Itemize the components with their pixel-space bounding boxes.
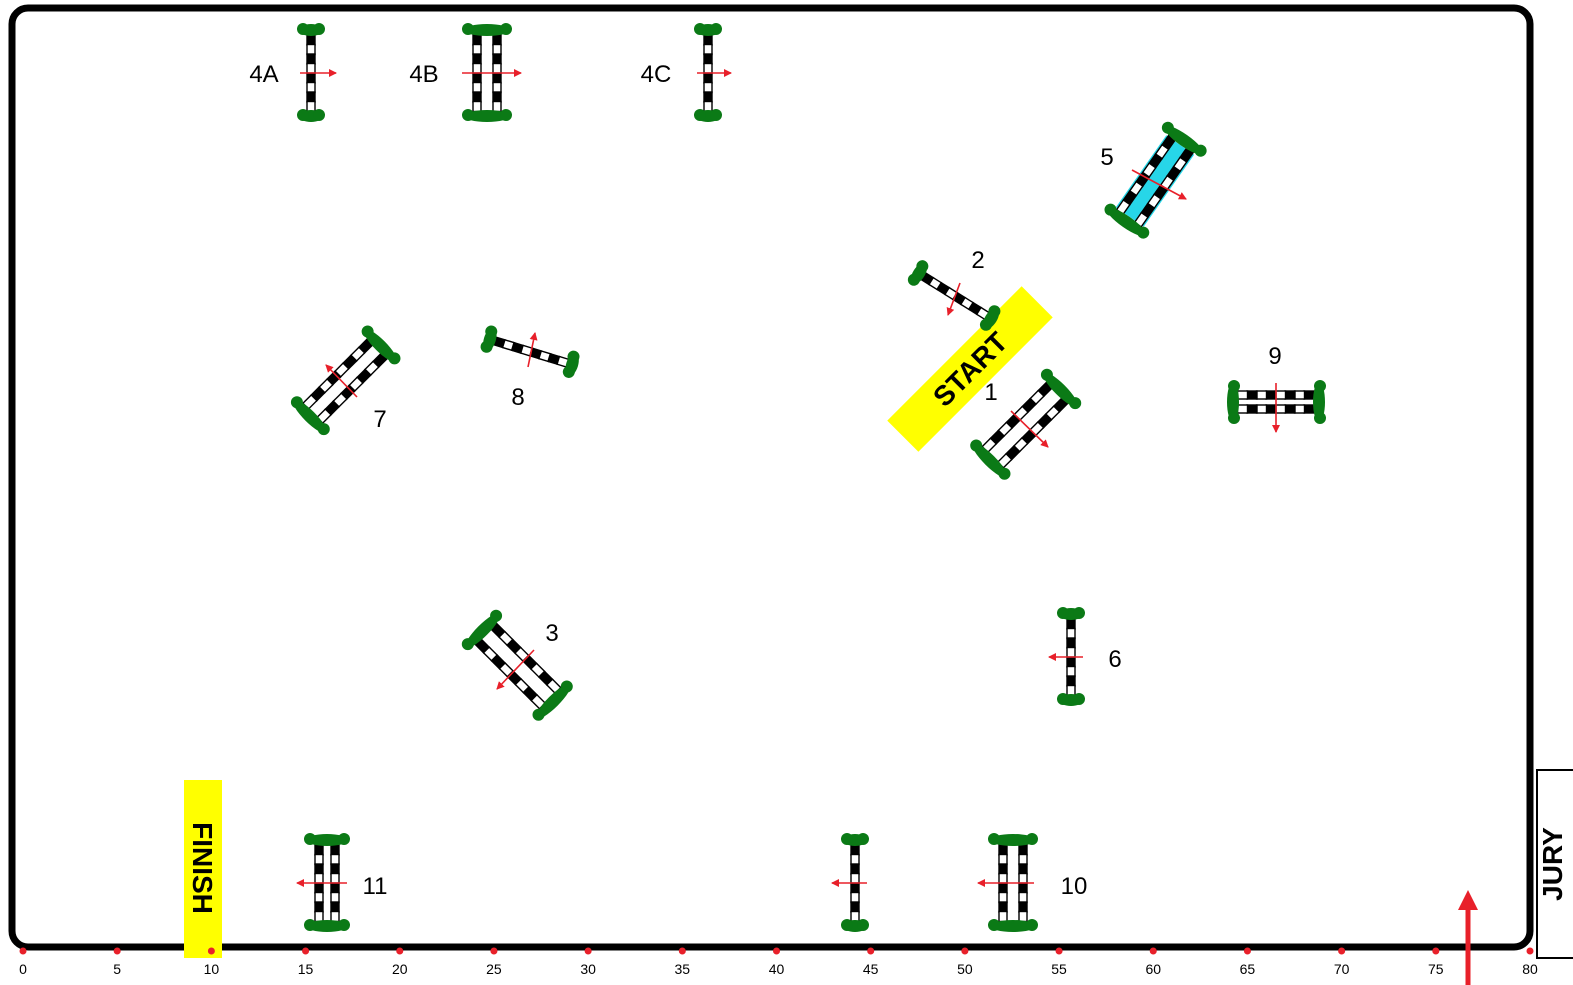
jump-3 (461, 609, 573, 721)
jump-number-label: 2 (971, 247, 984, 274)
scale-tick-label: 55 (1051, 961, 1067, 977)
jump-5 (1104, 121, 1207, 239)
jump-number-label: 10 (1061, 873, 1088, 900)
scale-tick-dot (773, 947, 780, 955)
scale-tick-label: 65 (1240, 961, 1256, 977)
scale-tick-dot (302, 947, 310, 955)
finish-label: FINISH (187, 822, 218, 914)
jump-8 (480, 325, 580, 378)
jump-number-label: 7 (373, 406, 386, 433)
jury-label: JURY (1537, 827, 1568, 901)
scale-tick-label: 60 (1145, 961, 1161, 977)
scale-tick-label: 30 (580, 961, 596, 977)
jumps-layer: 4A 4B 4C 5 2 8 7 1 9 3 6 11 10 (249, 23, 1326, 932)
jump-direction-arrow (1010, 410, 1049, 448)
scale-tick-dot (867, 947, 875, 955)
jump-4b (462, 23, 512, 122)
scale-tick-dot (1526, 947, 1534, 955)
jump-number-label: 8 (511, 384, 524, 411)
scale-tick-dot (490, 947, 498, 955)
scale-tick-label: 20 (392, 961, 408, 977)
jump-direction-arrow (527, 332, 538, 368)
jump-direction-arrow (325, 364, 358, 398)
jump-number-label: 6 (1108, 646, 1121, 673)
jump-number-label: 11 (363, 873, 388, 900)
scale-tick-dot (1432, 947, 1440, 955)
jump-number-label: 5 (1100, 144, 1113, 171)
scale-tick-label: 45 (863, 961, 879, 977)
distance-scale: 0 5 10 15 20 25 30 35 40 45 50 55 60 65 70 75 80 (19, 947, 1538, 977)
scale-tick-dot (19, 947, 27, 955)
jump-direction-arrow (946, 282, 961, 316)
jump-number-label: 1 (984, 379, 997, 406)
scale-tick-dot (1243, 947, 1251, 955)
jump-number-label: 4A (249, 61, 278, 88)
scale-tick-dot (584, 947, 592, 955)
jump-6 (1057, 607, 1085, 706)
scale-tick-dot (396, 947, 404, 955)
scale-tick-dot (678, 947, 686, 955)
scale-tick-label: 75 (1428, 961, 1444, 977)
jump-2 (907, 260, 1001, 331)
arena-border (8, 4, 1534, 951)
scale-tick-label: 25 (486, 961, 502, 977)
jump-4c (694, 23, 722, 122)
jump-11 (304, 833, 350, 932)
entrance-arrow (1458, 890, 1478, 985)
scale-tick-label: 15 (298, 961, 314, 977)
jump-10 (988, 833, 1038, 932)
jump-number-label: 3 (545, 620, 558, 647)
scale-tick-dot (207, 947, 215, 955)
scale-tick-dot (1149, 947, 1157, 955)
scale-tick-dot (961, 947, 969, 955)
jump-direction-arrow (496, 649, 535, 690)
jump-number-label: 4B (409, 61, 438, 88)
jump-number-label: 4C (641, 61, 672, 88)
jump-4a (297, 23, 325, 122)
scale-tick-dot (1055, 947, 1063, 955)
scale-tick-label: 5 (113, 961, 121, 977)
scale-tick-label: 40 (769, 961, 785, 977)
jump-direction-arrow (1131, 169, 1187, 200)
scale-tick-label: 35 (675, 961, 691, 977)
scale-tick-dot (113, 947, 121, 955)
jump-7 (290, 325, 401, 436)
jump-unnumbered (841, 833, 869, 932)
scale-tick-label: 50 (957, 961, 973, 977)
scale-tick-dot (1338, 947, 1346, 955)
scale-tick-label: 80 (1522, 961, 1538, 977)
scale-tick-label: 70 (1334, 961, 1350, 977)
jump-number-label: 9 (1268, 343, 1281, 370)
scale-tick-label: 10 (204, 961, 220, 977)
scale-tick-label: 0 (19, 961, 27, 977)
jump-1 (970, 368, 1082, 480)
finish-zone: FINISH (184, 780, 222, 958)
jump-9 (1227, 380, 1326, 424)
jury-box: JURY (1536, 769, 1573, 959)
